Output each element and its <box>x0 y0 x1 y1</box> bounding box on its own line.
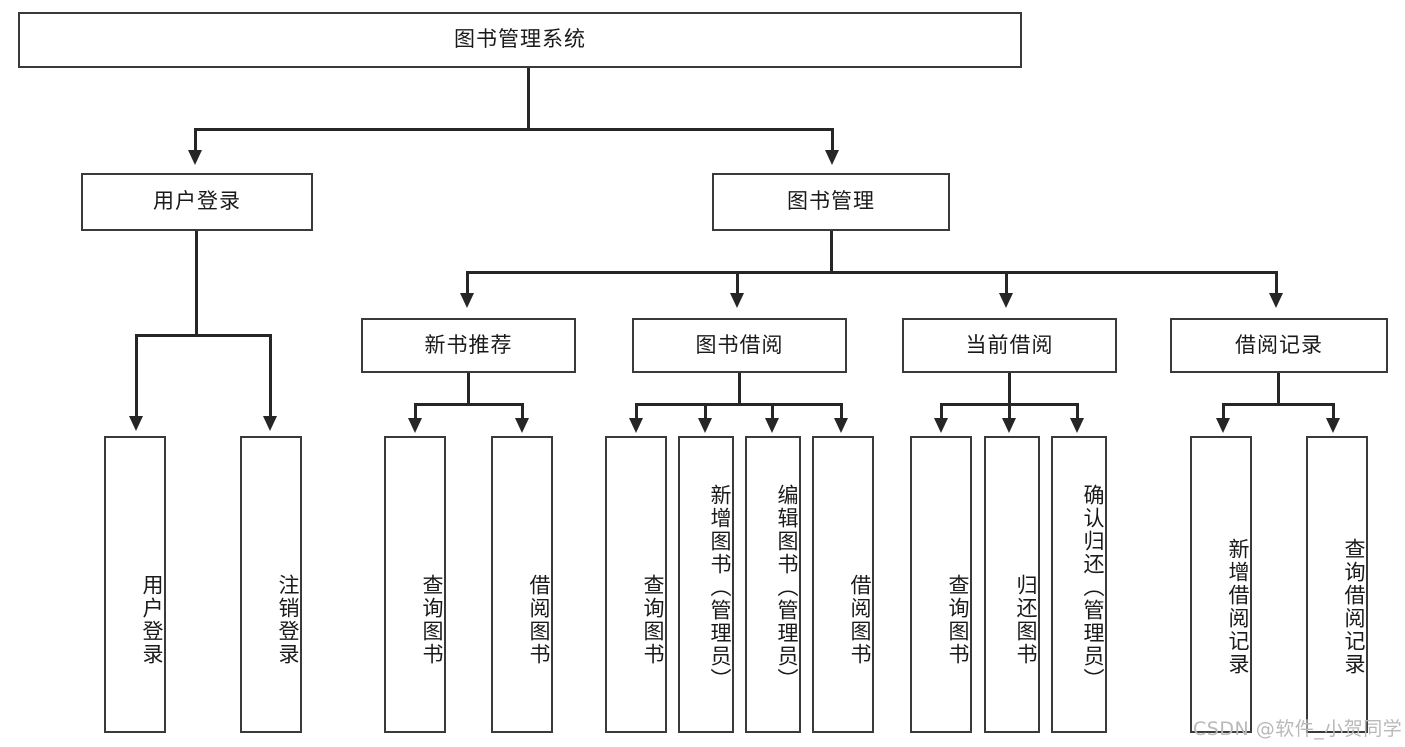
leaf-label: 新增图书（管理员） <box>708 484 732 691</box>
leaf-bb-query-book[interactable]: 查询图书 <box>605 436 667 733</box>
node-label: 图书借阅 <box>695 332 784 357</box>
arrowhead-to-current-borrow <box>999 293 1013 308</box>
arrowhead-bb-leaf-1 <box>629 418 643 433</box>
leaf-label: 确认归还（管理员） <box>1081 484 1105 691</box>
leaf-label: 新增借阅记录 <box>1226 537 1250 676</box>
arrowhead-bb-leaf-3 <box>765 418 779 433</box>
node-label: 用户登录 <box>153 189 241 214</box>
leaf-label: 借阅图书 <box>848 573 872 666</box>
leaf-cb-query-book[interactable]: 查询图书 <box>910 436 972 733</box>
connector-bm-leg-2 <box>736 271 739 295</box>
connector-root-bus <box>194 128 834 131</box>
leaf-bb-edit-book-admin[interactable]: 编辑图书（管理员） <box>745 436 801 733</box>
leaf-bb-add-book-admin[interactable]: 新增图书（管理员） <box>678 436 734 733</box>
leaf-label: 查询图书 <box>641 573 665 666</box>
leaf-user-login-login[interactable]: 用户登录 <box>104 436 166 733</box>
connector-bb-bus <box>635 403 843 406</box>
node-book-borrow[interactable]: 图书借阅 <box>632 318 847 373</box>
connector-user-login-leg-2 <box>269 334 272 418</box>
connector-br-stem <box>1277 373 1280 405</box>
leaf-label: 查询图书 <box>946 573 970 666</box>
connector-bm-leg-3 <box>1005 271 1008 295</box>
connector-book-management-bus <box>466 271 1278 274</box>
connector-bb-leg-1 <box>635 403 638 420</box>
connector-br-leg-1 <box>1222 403 1225 420</box>
leaf-br-query-record[interactable]: 查询借阅记录 <box>1306 436 1368 733</box>
arrowhead-nbr-leaf-2 <box>515 418 529 433</box>
node-current-borrow[interactable]: 当前借阅 <box>902 318 1117 373</box>
connector-book-management-stem <box>830 231 833 273</box>
leaf-label: 归还图书 <box>1014 573 1038 666</box>
arrowhead-to-book-management <box>825 150 839 165</box>
leaf-nbr-borrow-book[interactable]: 借阅图书 <box>491 436 553 733</box>
connector-br-leg-2 <box>1332 403 1335 420</box>
connector-bb-leg-3 <box>771 403 774 420</box>
arrowhead-to-new-book-recommend <box>460 293 474 308</box>
arrowhead-cb-leaf-2 <box>1002 418 1016 433</box>
node-new-book-recommend[interactable]: 新书推荐 <box>361 318 576 373</box>
leaf-label: 注销登录 <box>276 573 300 666</box>
connector-root-leg-right <box>831 128 834 152</box>
node-label: 借阅记录 <box>1235 332 1323 357</box>
arrowhead-nbr-leaf-1 <box>408 418 422 433</box>
node-user-login[interactable]: 用户登录 <box>81 173 313 231</box>
arrowhead-user-login-leaf-2 <box>263 416 277 431</box>
leaf-user-login-logout[interactable]: 注销登录 <box>240 436 302 733</box>
arrowhead-cb-leaf-3 <box>1070 418 1084 433</box>
connector-root-leg-left <box>194 128 197 152</box>
connector-user-login-stem <box>195 231 198 336</box>
connector-bm-leg-4 <box>1275 271 1278 295</box>
arrowhead-br-leaf-1 <box>1216 418 1230 433</box>
node-label: 当前借阅 <box>965 332 1054 357</box>
connector-bb-leg-4 <box>840 403 843 420</box>
leaf-nbr-query-book[interactable]: 查询图书 <box>384 436 446 733</box>
arrowhead-to-user-login <box>188 150 202 165</box>
connector-bb-stem <box>738 373 741 405</box>
connector-nbr-stem <box>467 373 470 405</box>
connector-bb-leg-2 <box>704 403 707 420</box>
leaf-label: 用户登录 <box>140 573 164 666</box>
connector-user-login-bus <box>135 334 272 337</box>
leaf-label: 借阅图书 <box>527 573 551 666</box>
connector-user-login-leg-1 <box>135 334 138 418</box>
node-label: 新书推荐 <box>424 332 513 357</box>
connector-cb-leg-1 <box>940 403 943 420</box>
leaf-bb-borrow-book[interactable]: 借阅图书 <box>812 436 874 733</box>
connector-bm-leg-1 <box>466 271 469 295</box>
arrowhead-bb-leaf-2 <box>698 418 712 433</box>
node-root-book-management-system[interactable]: 图书管理系统 <box>18 12 1022 68</box>
connector-cb-stem <box>1008 373 1011 405</box>
leaf-label: 编辑图书（管理员） <box>775 484 799 691</box>
connector-root-stem <box>527 68 530 130</box>
node-book-management[interactable]: 图书管理 <box>712 173 950 231</box>
connector-cb-leg-3 <box>1076 403 1079 420</box>
node-label: 图书管理 <box>787 189 875 214</box>
leaf-label: 查询借阅记录 <box>1342 537 1366 676</box>
leaf-cb-return-book[interactable]: 归还图书 <box>984 436 1040 733</box>
arrowhead-to-book-borrow <box>730 293 744 308</box>
connector-cb-leg-2 <box>1008 403 1011 420</box>
arrowhead-to-borrow-record <box>1269 293 1283 308</box>
connector-br-bus <box>1222 403 1335 406</box>
arrowhead-br-leaf-2 <box>1326 418 1340 433</box>
leaf-br-add-record[interactable]: 新增借阅记录 <box>1190 436 1252 733</box>
connector-nbr-leg-2 <box>521 403 524 420</box>
arrowhead-cb-leaf-1 <box>934 418 948 433</box>
node-borrow-record[interactable]: 借阅记录 <box>1170 318 1388 373</box>
arrowhead-bb-leaf-4 <box>834 418 848 433</box>
leaf-cb-confirm-return-admin[interactable]: 确认归还（管理员） <box>1051 436 1107 733</box>
leaf-label: 查询图书 <box>420 573 444 666</box>
arrowhead-user-login-leaf-1 <box>129 416 143 431</box>
connector-nbr-bus <box>414 403 524 406</box>
node-label: 图书管理系统 <box>454 27 586 52</box>
connector-nbr-leg-1 <box>414 403 417 420</box>
